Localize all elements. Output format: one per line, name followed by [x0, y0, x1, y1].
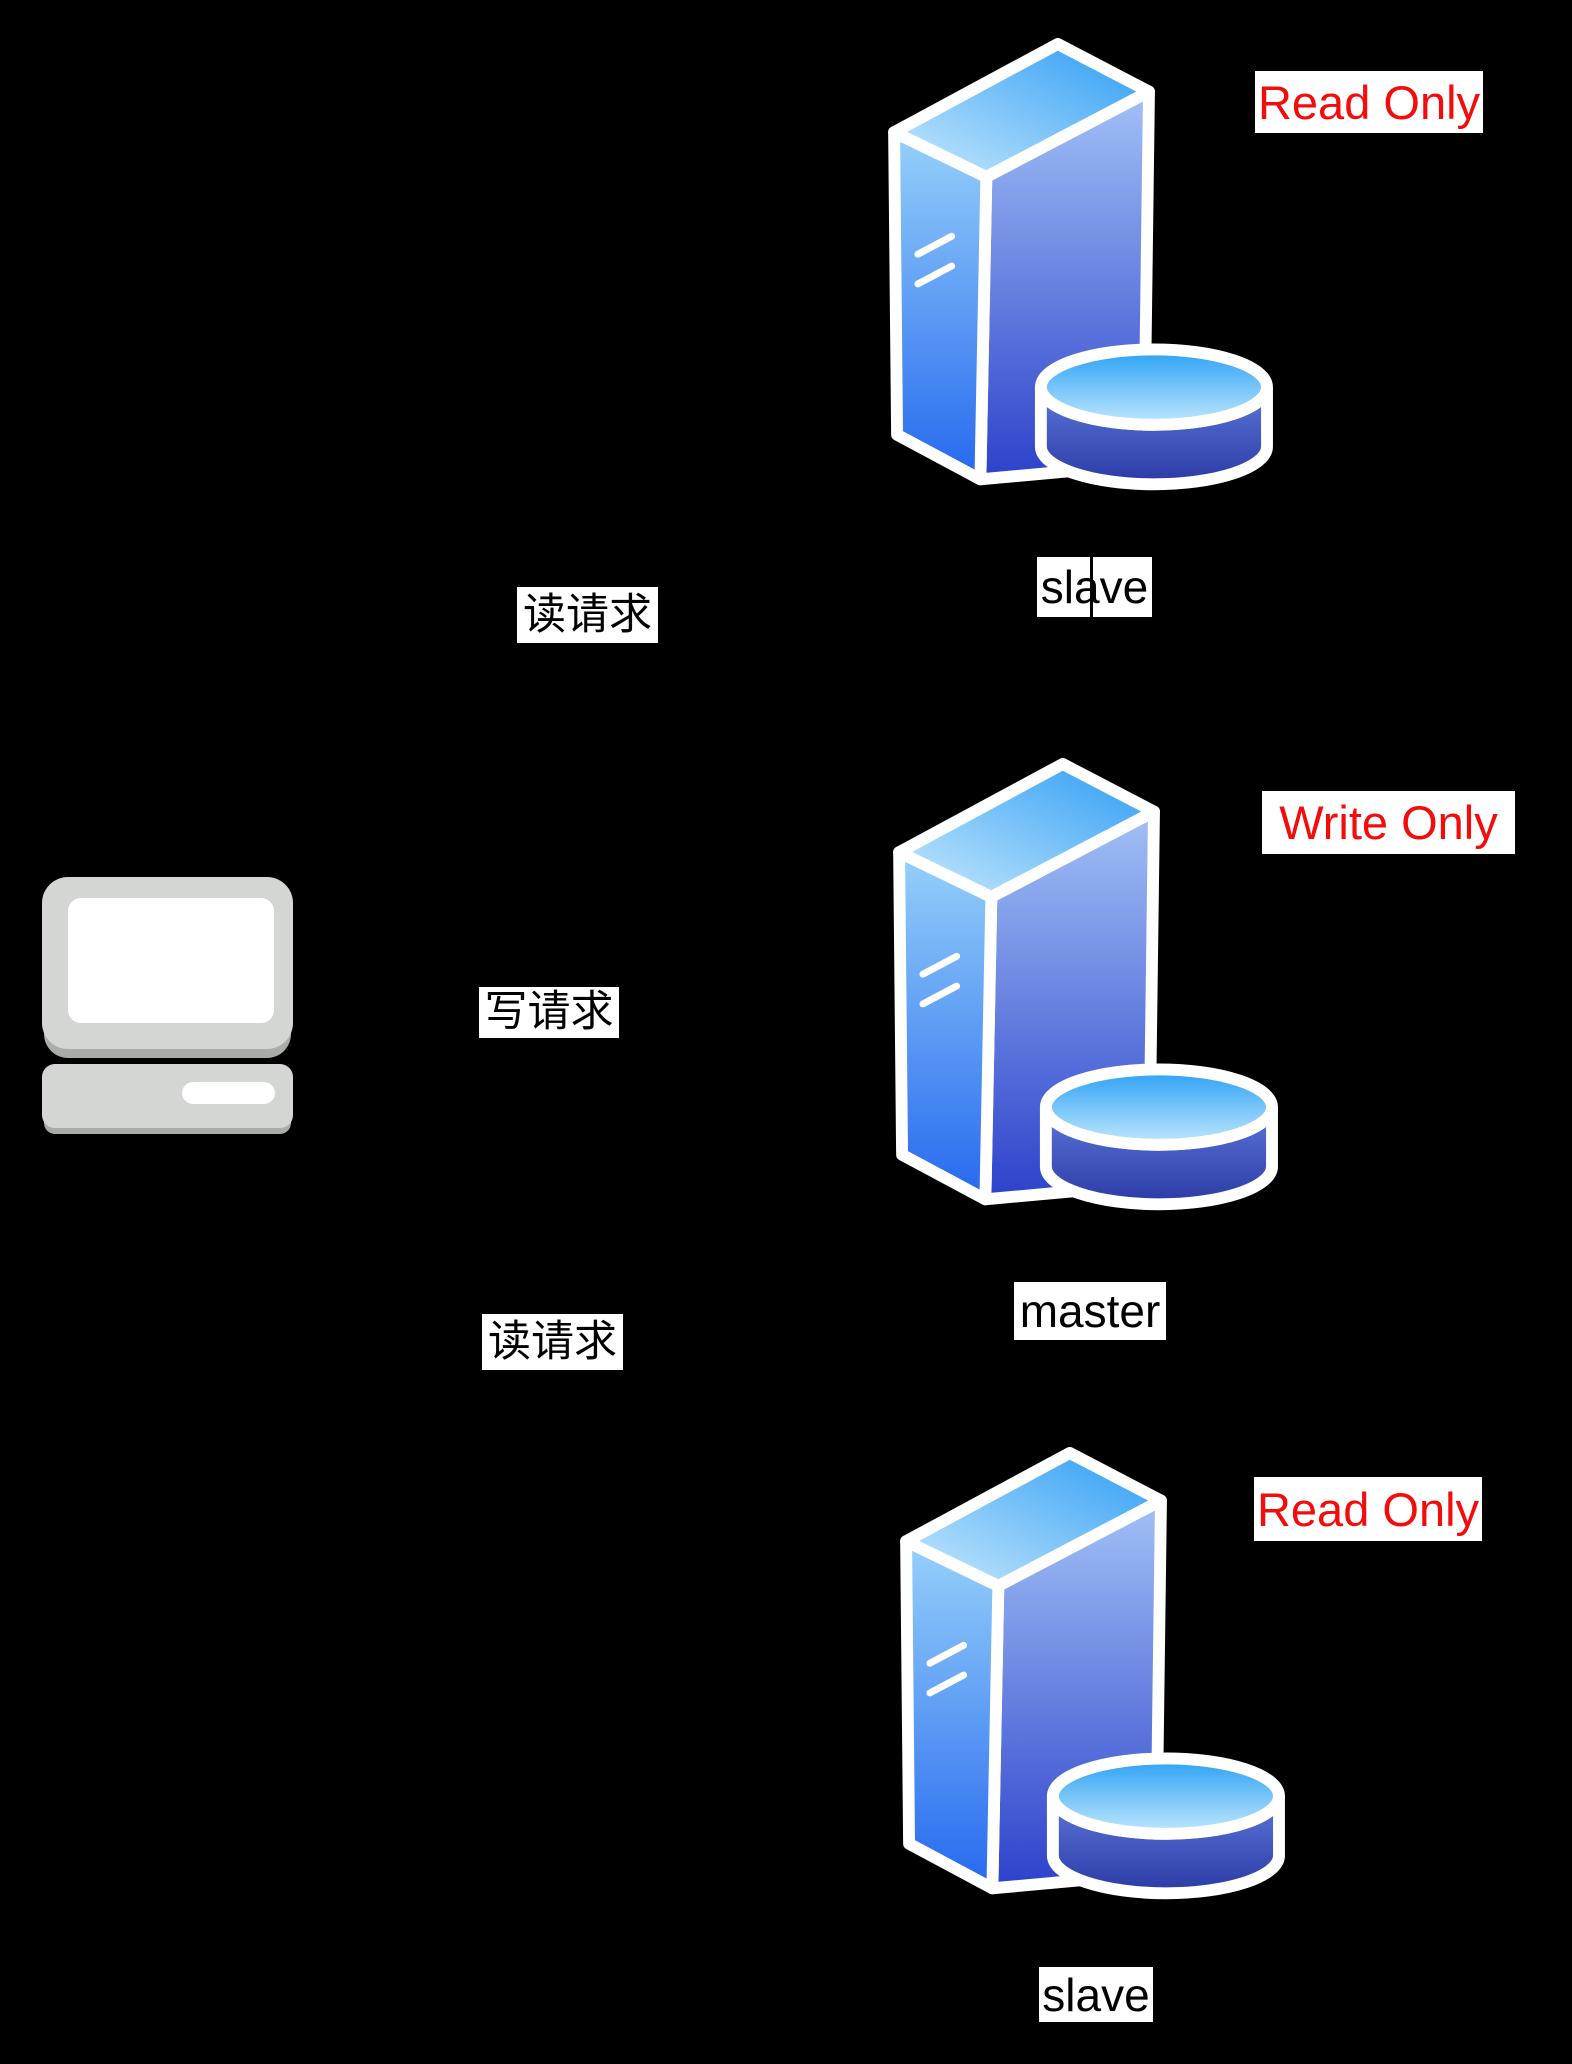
server-role-label-middle: Write Only — [1262, 791, 1515, 854]
client-computer-screen — [68, 898, 274, 1023]
server-name-label-bottom: slave — [1039, 1967, 1153, 2022]
request-label-read-bottom: 读请求 — [482, 1314, 623, 1370]
client-computer-keyboard — [42, 1064, 293, 1128]
client-computer-keyboard-slot — [182, 1082, 275, 1104]
request-label-write: 写请求 — [479, 987, 619, 1038]
request-label-read-top: 读请求 — [517, 587, 658, 643]
server-icon-slave-top — [888, 38, 1285, 519]
server-icon-master — [893, 758, 1290, 1239]
server-name-label-top: slave — [1037, 557, 1152, 617]
client-computer-monitor — [42, 877, 293, 1049]
server-name-label-middle: master — [1014, 1282, 1166, 1340]
connector-line-fragment — [1090, 557, 1093, 617]
server-role-label-top: Read Only — [1255, 71, 1483, 133]
server-role-label-bottom: Read Only — [1254, 1477, 1482, 1541]
server-icon-slave-bottom — [900, 1447, 1297, 1928]
